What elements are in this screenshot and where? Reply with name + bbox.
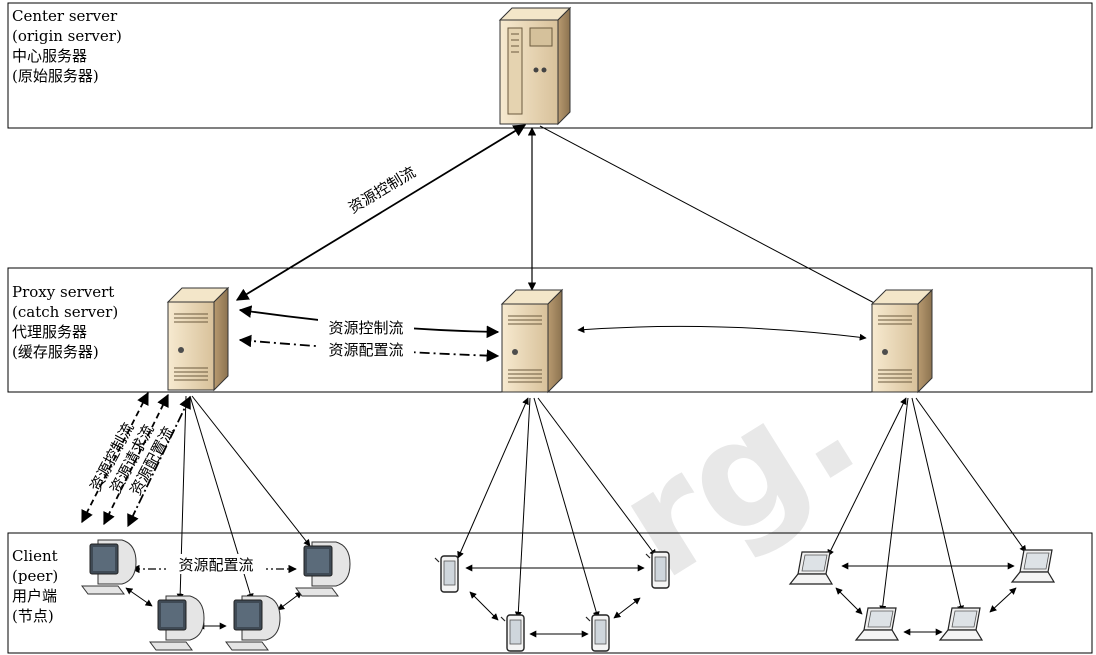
- proxy2-phone-link: [537, 397, 657, 557]
- proxy-label-en: Proxy servert: [12, 283, 115, 301]
- smartphone-icon: [585, 614, 610, 652]
- proxy-config-flow-label: 资源配置流: [328, 341, 403, 359]
- proxy-tier-band: [7, 267, 1093, 393]
- center-server-icon: [499, 7, 571, 125]
- proxy2-phone-link: [533, 397, 600, 619]
- laptop-icon: [789, 551, 833, 585]
- peer-link: [469, 591, 499, 621]
- center-tier-label: Center server (origin server) 中心服务器 (原始服务器): [12, 6, 122, 86]
- proxy-tier-label: Proxy servert (catch server) 代理服务器 (缓存服务器): [12, 282, 118, 362]
- center-label-zh: 中心服务器: [12, 47, 88, 65]
- center-tier-band: [7, 2, 1093, 129]
- center-proxy3-link: [539, 125, 881, 307]
- watermark-text: rg.: [591, 339, 885, 613]
- client-tier-label: Client (peer) 用户端 (节点): [12, 546, 58, 626]
- proxy3-laptop-link: [879, 397, 909, 613]
- proxy-label-zh: 代理服务器: [12, 323, 88, 341]
- proxy-server-icon: [501, 289, 563, 393]
- center-proxy1-link: [235, 124, 527, 301]
- peer-link: [125, 587, 153, 607]
- center-label-en: Center server: [12, 7, 118, 25]
- proxy2-phone-link: [514, 397, 531, 619]
- peer-link: [835, 587, 863, 615]
- smartphone-icon: [645, 551, 670, 589]
- desktop-pc-icon: [81, 539, 137, 595]
- peer-link: [989, 587, 1017, 613]
- proxy-label-zh-sub: (缓存服务器): [12, 343, 99, 361]
- smartphone-icon: [434, 555, 459, 593]
- proxy2-phone-link: [457, 397, 529, 559]
- proxy3-laptop-link: [827, 397, 907, 557]
- center-label-zh-sub: (原始服务器): [12, 67, 99, 85]
- proxy-server-icon: [871, 289, 933, 393]
- peer-config-flow-label: 资源配置流: [178, 556, 253, 574]
- desktop-pc-icon: [225, 595, 281, 651]
- client-label-zh: 用户端: [12, 587, 58, 605]
- proxy-control-flow-label: 资源控制流: [328, 319, 403, 337]
- center-label-en-sub: (origin server): [12, 27, 122, 45]
- client-tier-band: [7, 532, 1093, 654]
- proxy3-laptop-link: [915, 397, 1027, 553]
- smartphone-icon: [500, 614, 525, 652]
- proxy-server-icon: [167, 287, 229, 391]
- laptop-icon: [939, 607, 983, 641]
- proxy-label-en-sub: (catch server): [12, 303, 119, 321]
- center-proxy-flow-label: 资源控制流: [345, 163, 419, 217]
- client-label-en: Client: [12, 547, 58, 565]
- proxy3-laptop-link: [911, 397, 964, 613]
- client-label-zh-sub: (节点): [12, 607, 54, 625]
- laptop-icon: [855, 607, 899, 641]
- proxy1-pc-link: [191, 395, 311, 547]
- peer-link: [277, 591, 303, 611]
- laptop-icon: [1011, 549, 1055, 583]
- proxy2-proxy3-link: [577, 325, 867, 341]
- client-label-en-sub: (peer): [12, 567, 59, 585]
- client-config-link: [127, 395, 191, 528]
- desktop-pc-icon: [295, 541, 351, 597]
- desktop-pc-icon: [149, 595, 205, 651]
- peer-link: [613, 597, 641, 619]
